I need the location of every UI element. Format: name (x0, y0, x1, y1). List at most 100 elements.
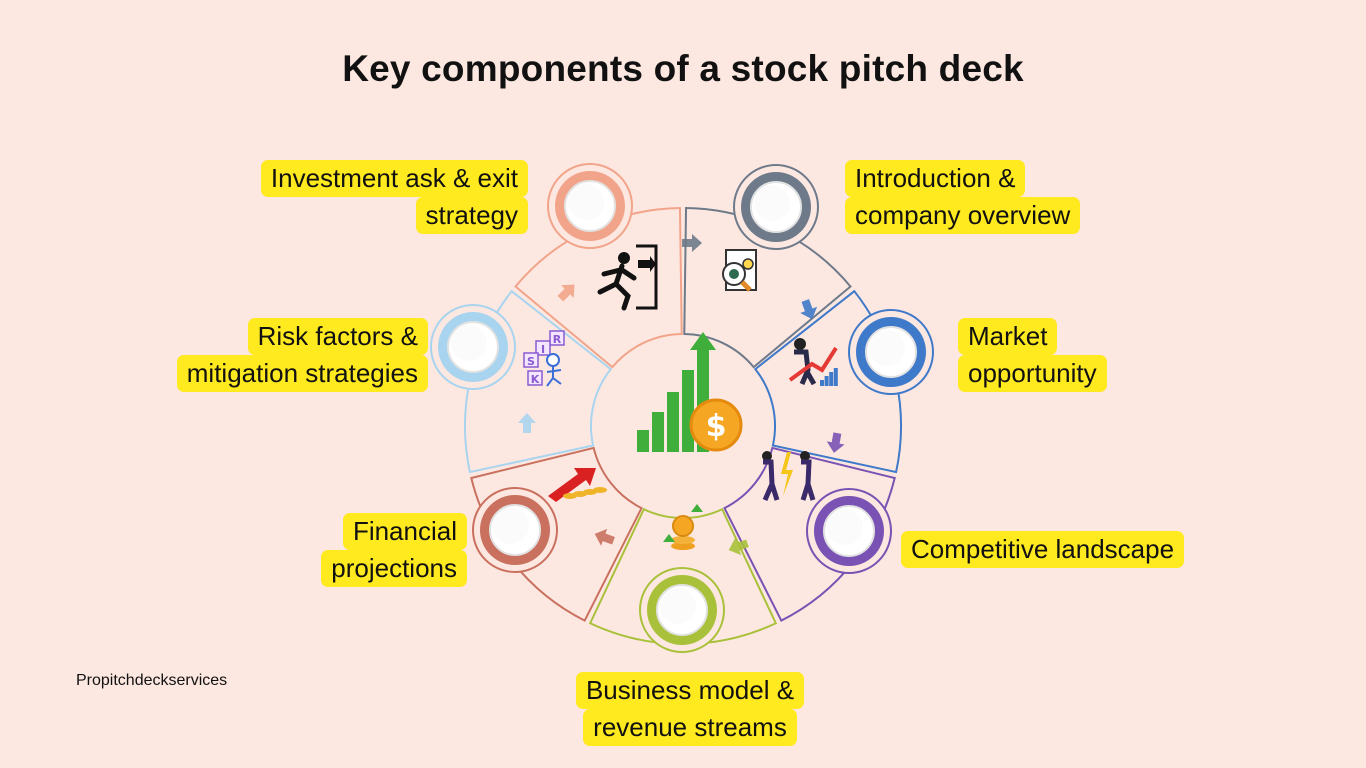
label-financial: Financial projections (321, 513, 467, 587)
coins-growth-arrows-icon (663, 504, 703, 550)
flow-arrow-risk (518, 413, 536, 433)
flow-arrow-shape (800, 299, 818, 320)
node-highlight (568, 184, 604, 220)
node-highlight (451, 325, 487, 361)
node-financial (472, 487, 558, 573)
flow-arrow-business (728, 538, 749, 556)
node-highlight (493, 508, 529, 544)
dollar-coin (689, 398, 743, 452)
label-business-line-1: Business model & (575, 672, 805, 709)
lightning-bolt (781, 452, 793, 496)
growth-bar (667, 392, 679, 452)
node-highlight (869, 330, 905, 366)
node-highlight (660, 588, 696, 624)
label-intro: Introduction & company overview (845, 160, 1081, 234)
growth-chart-dollar-icon: $ (637, 332, 743, 452)
person-head (794, 338, 806, 350)
label-intro-line-2: company overview (845, 197, 1081, 234)
gold-coin (593, 487, 607, 493)
runner-body (597, 263, 637, 311)
letter-block (549, 330, 565, 346)
label-risk-line-2: mitigation strategies (176, 355, 428, 392)
flow-arrow-shape (594, 528, 615, 546)
growth-arrow-head (690, 332, 716, 350)
node-intro (733, 164, 819, 250)
label-market-line-2: opportunity (958, 355, 1107, 392)
letter-block (523, 352, 539, 368)
node-market (848, 309, 934, 395)
flow-arrow-market (800, 299, 818, 320)
runner-head (618, 252, 630, 264)
rising-arrow-coins-icon (548, 468, 607, 502)
person-b-head (800, 451, 810, 461)
node-investment (547, 163, 633, 249)
person-a-head (762, 451, 772, 461)
label-intro-line-1: Introduction & (845, 160, 1026, 197)
businessman-rising-arrow-icon (788, 338, 838, 386)
label-risk: Risk factors & mitigation strategies (176, 318, 428, 392)
door-frame (636, 244, 658, 310)
exit-arrow (638, 256, 656, 272)
label-financial-line-1: Financial (342, 513, 467, 550)
flow-arrow-competitive (826, 432, 845, 453)
up-arrow-left (663, 534, 675, 542)
mini-bar (820, 380, 824, 386)
segment-investment (514, 207, 683, 369)
person-head (546, 353, 560, 367)
label-competitive-line-1: Competitive landscape (901, 531, 1185, 568)
document-magnifier-lightbulb-icon (722, 249, 757, 292)
mini-bar (829, 372, 834, 386)
mini-bar (824, 376, 829, 386)
letter-block (527, 370, 543, 386)
coin (672, 515, 694, 537)
label-investment-line-2: strategy (415, 197, 528, 234)
bulb (742, 258, 754, 270)
node-competitive (806, 488, 892, 574)
businessmen-competing-icon (762, 451, 816, 502)
label-business-line-2: revenue streams (583, 709, 797, 746)
flow-arrow-shape (728, 538, 749, 556)
flow-arrow-shape (518, 413, 536, 433)
letter-block-letter: I (541, 343, 545, 356)
gear-dot (729, 269, 739, 279)
rising-line (788, 346, 838, 382)
node-highlight (827, 509, 863, 545)
exit-door-runner-icon (597, 244, 658, 311)
growth-bar (637, 430, 649, 452)
person-body (546, 366, 562, 387)
growth-bar (682, 370, 694, 452)
magnifier-handle (740, 280, 752, 292)
node-risk (430, 304, 516, 390)
dollar-sign: $ (706, 409, 727, 444)
up-arrow-right (691, 504, 703, 512)
coin-stack-2 (671, 536, 695, 544)
flow-arrow-financial (594, 528, 615, 546)
letter-block (535, 340, 551, 356)
label-business: Business model & revenue streams (490, 672, 890, 746)
label-market: Market opportunity (958, 318, 1107, 392)
person-body (794, 349, 817, 386)
letter-block-letter: K (531, 373, 540, 386)
label-competitive: Competitive landscape (901, 531, 1185, 568)
flow-arrow-intro (682, 234, 702, 252)
growth-bar (652, 412, 664, 452)
letter-block-letter: R (553, 333, 562, 346)
page-title: Key components of a stock pitch deck (342, 48, 1024, 89)
brand-name: Propitchdeckservices (76, 672, 228, 689)
node-highlight (754, 185, 790, 221)
rising-arrow (548, 468, 596, 502)
flow-arrow-investment (557, 284, 575, 302)
node-business (639, 567, 725, 653)
person-a-body (762, 459, 780, 502)
letter-block-letter: S (527, 355, 535, 368)
label-risk-line-1: Risk factors & (247, 318, 428, 355)
label-investment-line-1: Investment ask & exit (260, 160, 528, 197)
coin-stack-1 (671, 542, 695, 550)
flow-arrow-shape (682, 234, 702, 252)
label-market-line-1: Market (958, 318, 1058, 355)
person-b-body (800, 459, 816, 501)
flow-arrow-shape (826, 432, 845, 453)
